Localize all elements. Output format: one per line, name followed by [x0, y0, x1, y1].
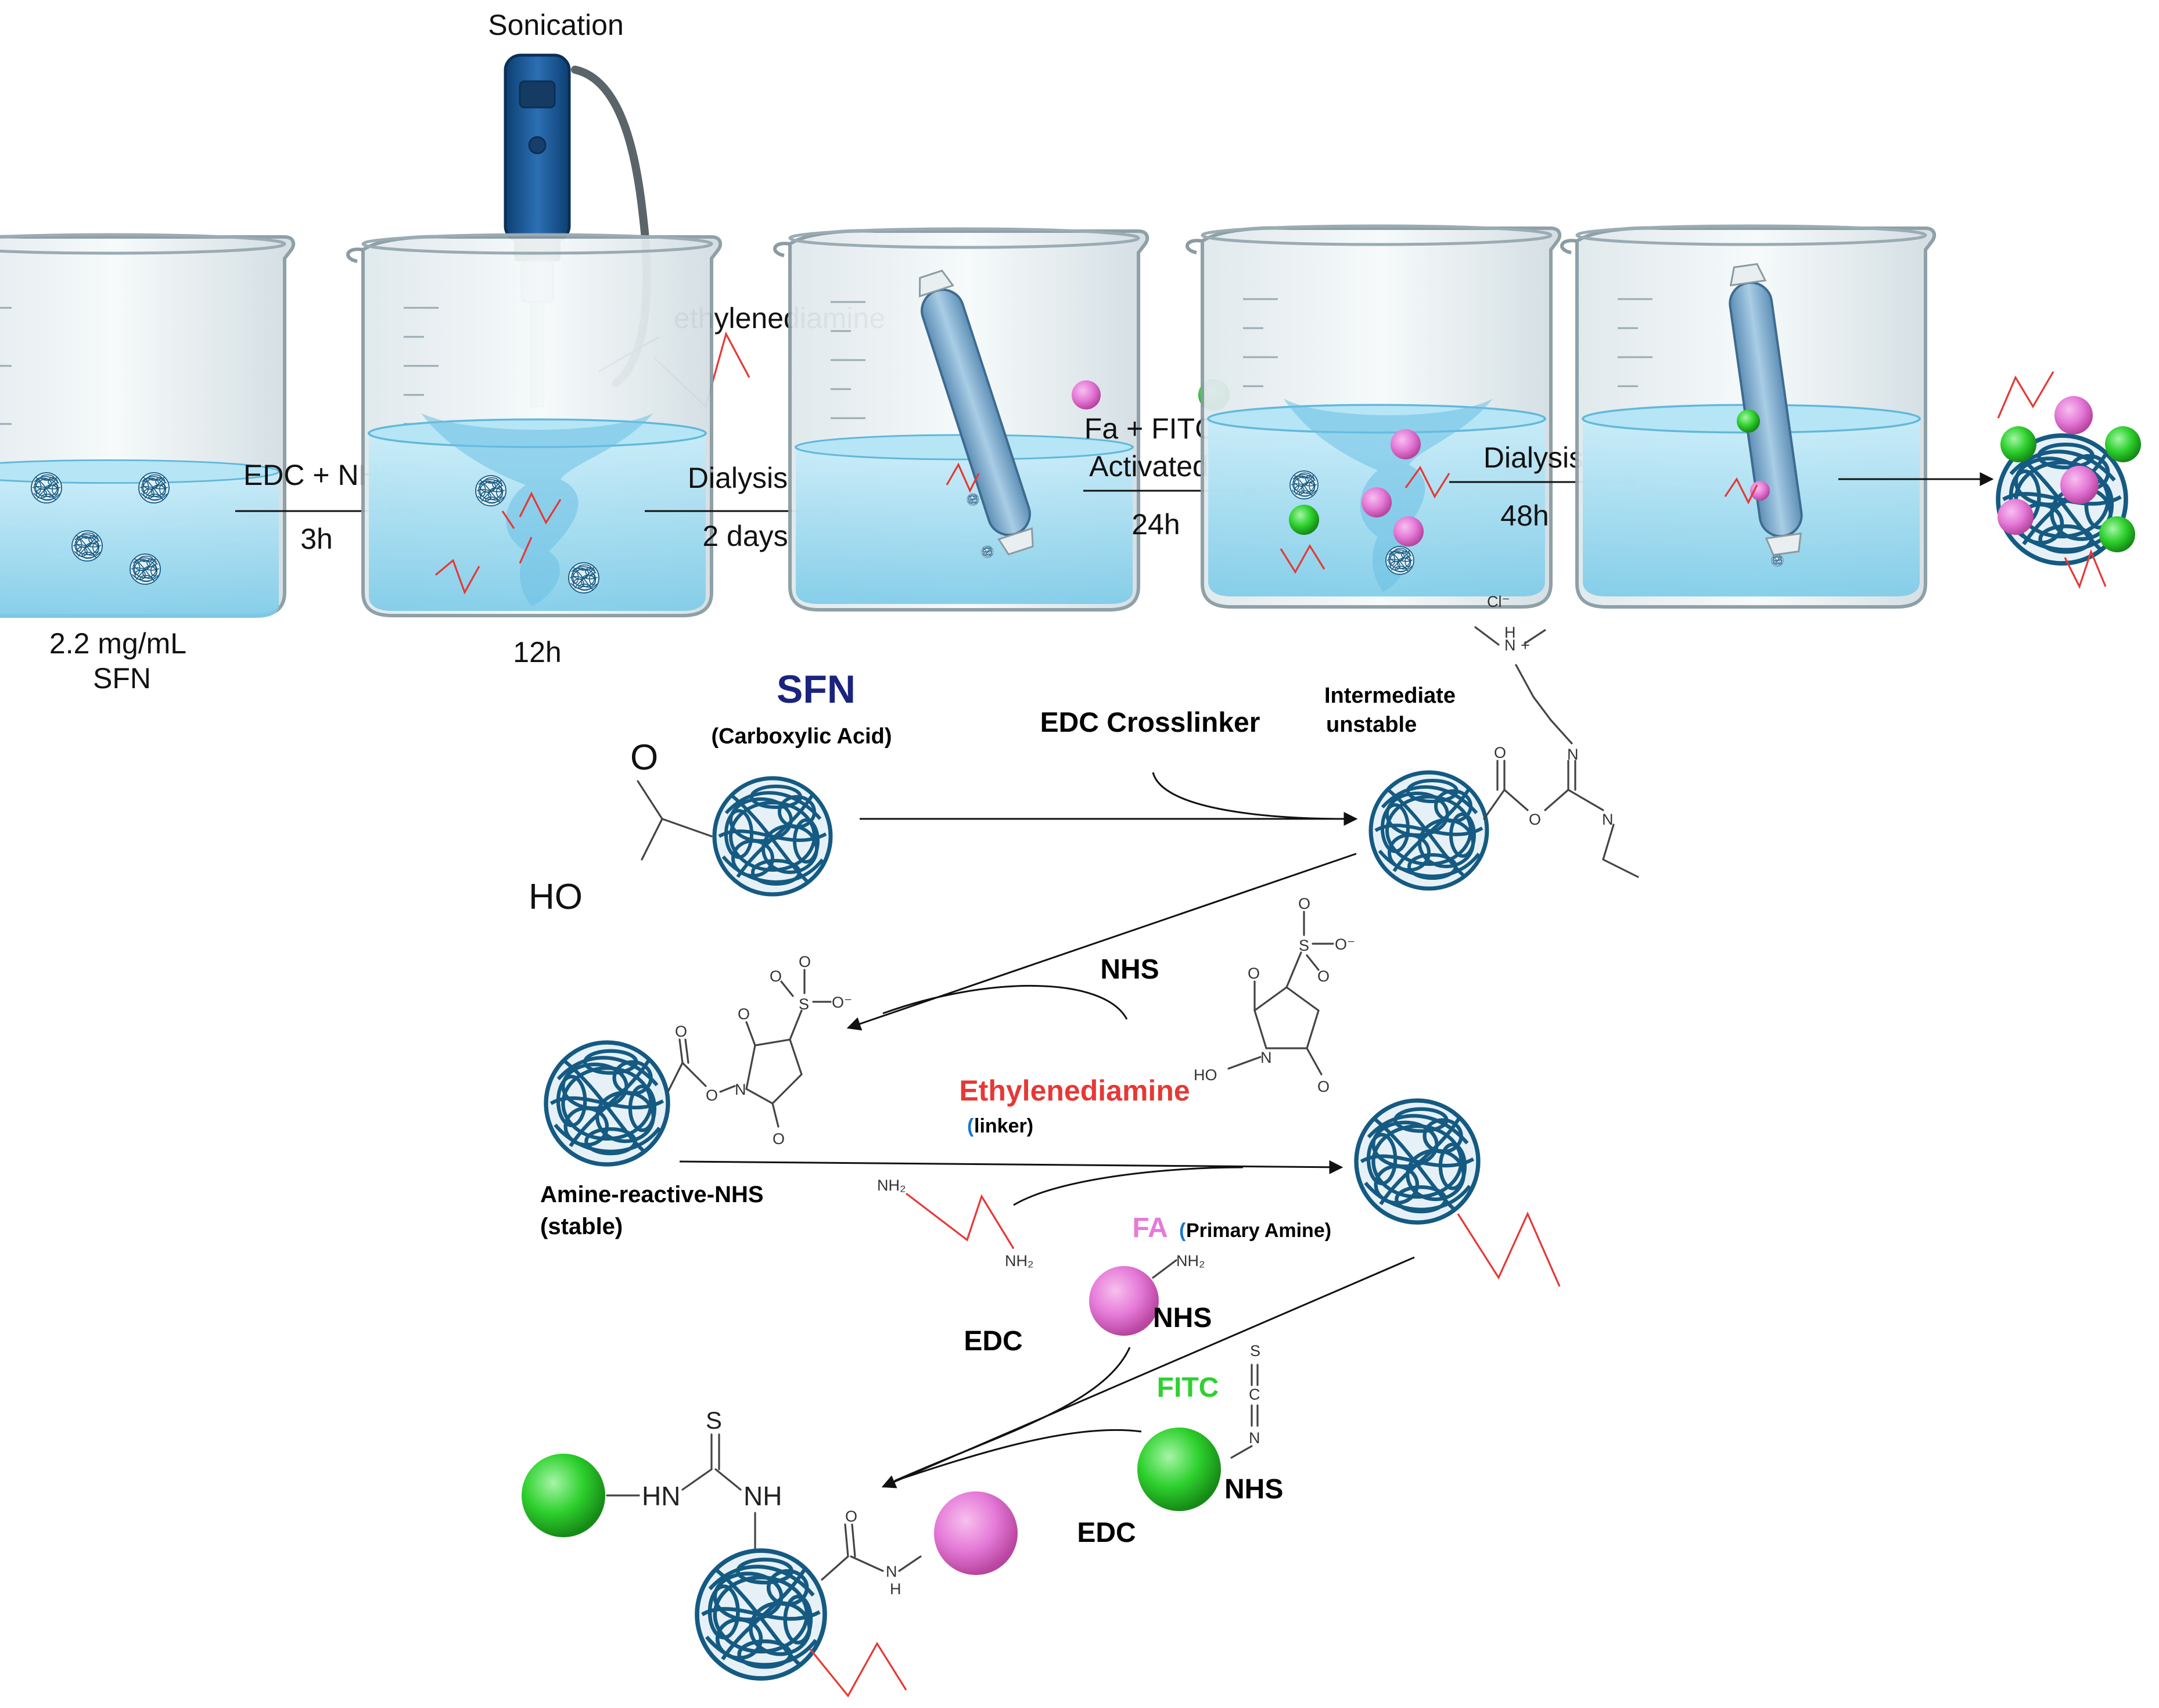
beaker-dialysis-1 [775, 229, 1147, 610]
intermediate-label-2: unstable [1326, 713, 1417, 737]
step3-reagents: Fa + FITC [1084, 412, 1216, 445]
final-conjugate: HN S NH O N H [522, 1407, 1018, 1698]
svg-text:C: C [1249, 1386, 1260, 1403]
sfn-carboxylic-acid: O HO [529, 738, 831, 917]
svg-text:O: O [845, 1508, 857, 1525]
svg-text:N: N [1249, 1429, 1260, 1447]
sulfo-nhs-reagent: O O N HO S O O⁻ O [1194, 895, 1355, 1095]
primary-amine-paren: ( [1179, 1220, 1186, 1242]
concentration-label: 2.2 mg/mL [49, 627, 186, 660]
svg-text:HO: HO [1194, 1066, 1217, 1084]
svg-text:O: O [630, 738, 658, 778]
nhs-curve [882, 985, 1128, 1020]
amine-reactive-label-2: (stable) [540, 1214, 623, 1239]
intermediate-label-1: Intermediate [1324, 684, 1456, 708]
svg-text:S: S [706, 1407, 722, 1434]
step3-activated: Activated [1089, 450, 1209, 483]
amine-reactive-label-1: Amine-reactive-NHS [540, 1182, 764, 1207]
arrow-nhs-ester [846, 853, 1357, 1031]
fitc-title: FITC [1157, 1372, 1219, 1403]
svg-text:N: N [1602, 811, 1614, 828]
svg-text:O: O [1317, 968, 1330, 985]
svg-text:O⁻: O⁻ [832, 994, 852, 1011]
step1-time: 3h [300, 523, 333, 555]
svg-text:O: O [1494, 744, 1506, 761]
step2-time: 2 days [702, 520, 788, 552]
o-acylisourea-intermediate: O O N N H + Cl⁻ N [1371, 593, 1639, 889]
svg-text:NH₂: NH₂ [877, 1177, 906, 1194]
beaker-dialysis-2 [1562, 226, 1934, 607]
ethylenediamine-curve [1013, 1166, 1244, 1206]
sfn-subtitle: (Carboxylic Acid) [711, 724, 892, 749]
step2-process: Dialysis [688, 462, 788, 494]
svg-text:O: O [773, 1130, 785, 1148]
arrow-amination [679, 1160, 1343, 1174]
fitc-isothiocyanate: S C N NHS [1137, 1342, 1283, 1511]
svg-text:O⁻: O⁻ [1335, 936, 1355, 953]
svg-text:N: N [1504, 637, 1516, 654]
svg-text:S: S [799, 995, 809, 1013]
ethylenediamine-structure: NH₂ NH₂ [877, 1177, 1033, 1270]
svg-text:HN: HN [642, 1481, 680, 1511]
sonication-label: Sonication [488, 9, 624, 41]
edc-label-2: EDC [1077, 1518, 1136, 1548]
nhs-ester-sfn: O O N O O S O O⁻ O [546, 953, 852, 1164]
nhs-fitc-label: NHS [1224, 1474, 1283, 1505]
svg-text:NH₂: NH₂ [1005, 1252, 1033, 1270]
fa-curve [894, 1347, 1131, 1482]
nhs-label: NHS [1100, 954, 1159, 985]
svg-text:N: N [1567, 746, 1579, 763]
edc-curve [1152, 772, 1348, 820]
ethylenediamine-title: Ethylenediamine [959, 1074, 1190, 1107]
fitc-curve [894, 1429, 1142, 1482]
svg-text:N: N [735, 1081, 746, 1098]
svg-text:HO: HO [529, 877, 583, 917]
fa-title: FA [1132, 1213, 1167, 1243]
svg-text:H: H [1504, 624, 1516, 641]
svg-text:Cl⁻: Cl⁻ [1487, 593, 1510, 610]
sfn-title: SFN [777, 667, 856, 711]
fa-ball-legend [1072, 380, 1101, 409]
svg-text:H: H [890, 1580, 901, 1598]
linker-word: linker) [974, 1115, 1033, 1137]
beaker-conjugation [1187, 226, 1560, 607]
svg-text:O: O [706, 1087, 718, 1104]
step4-process: Dialysis [1483, 441, 1583, 474]
sonication-time: 12h [513, 636, 561, 668]
svg-text:O: O [1317, 1078, 1330, 1095]
aminated-sfn [1356, 1101, 1561, 1287]
primary-amine-word: Primary Amine) [1186, 1220, 1331, 1242]
linker-paren: ( [967, 1115, 974, 1137]
svg-text:N: N [1260, 1049, 1272, 1066]
edc-label-1: EDC [964, 1326, 1022, 1357]
beaker-sonication [348, 235, 720, 616]
final-nanoparticle [1998, 371, 2141, 589]
svg-text:O: O [738, 1005, 750, 1023]
step3-time: 24h [1131, 508, 1180, 541]
svg-text:N: N [886, 1563, 897, 1580]
svg-text:O: O [770, 968, 782, 985]
edc-crosslinker-label: EDC Crosslinker [1040, 707, 1260, 738]
svg-text:O: O [1529, 811, 1541, 828]
beaker-sfn [0, 235, 293, 619]
svg-text:O: O [1248, 965, 1260, 982]
svg-text:NH: NH [743, 1481, 782, 1511]
step4-time: 48h [1500, 499, 1549, 532]
svg-text:O: O [1298, 895, 1310, 912]
svg-text:NH₂: NH₂ [1176, 1252, 1205, 1270]
svg-text:+: + [1521, 637, 1530, 654]
fa-amine-group: NH₂ NHS [1089, 1252, 1212, 1336]
svg-text:S: S [1299, 937, 1309, 954]
svg-text:O: O [675, 1023, 687, 1040]
nhs-fa-label: NHS [1153, 1303, 1212, 1333]
svg-text:S: S [1250, 1342, 1260, 1360]
svg-text:O: O [799, 953, 811, 970]
sfn-label-top: SFN [93, 662, 151, 695]
